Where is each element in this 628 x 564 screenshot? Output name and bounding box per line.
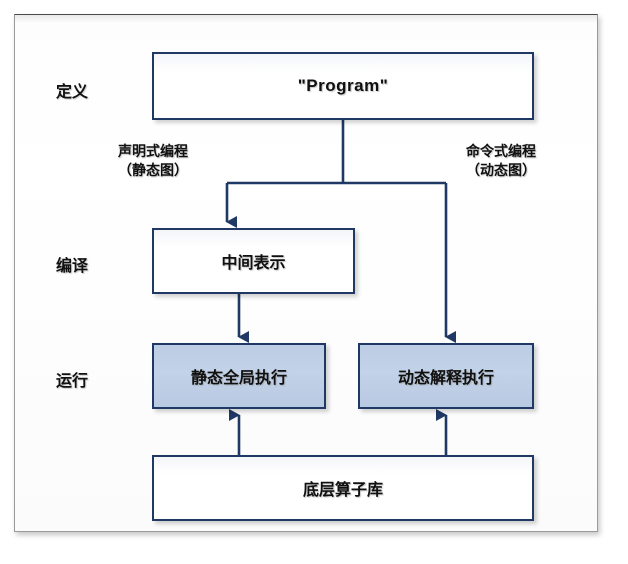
edge-label-imperative: 命令式编程 （动态图） — [466, 142, 536, 181]
edge-label-declarative-line1: 声明式编程 — [118, 143, 188, 159]
stage-label-run: 运行 — [56, 373, 89, 390]
node-operator-library: 底层算子库 — [152, 455, 534, 521]
node-static-global-execution: 静态全局执行 — [152, 343, 326, 409]
stage-label-define: 定义 — [56, 84, 89, 101]
edge-label-imperative-line1: 命令式编程 — [466, 143, 536, 159]
node-program: "Program" — [152, 52, 534, 120]
edge-label-imperative-line2: （动态图） — [466, 162, 536, 179]
edge-label-declarative-line2: （静态图） — [118, 162, 188, 179]
node-intermediate-representation: 中间表示 — [152, 228, 355, 294]
edge-label-declarative: 声明式编程 （静态图） — [118, 142, 188, 181]
stage-label-compile: 编译 — [56, 258, 89, 275]
node-dynamic-interpreted-execution: 动态解释执行 — [358, 343, 534, 409]
